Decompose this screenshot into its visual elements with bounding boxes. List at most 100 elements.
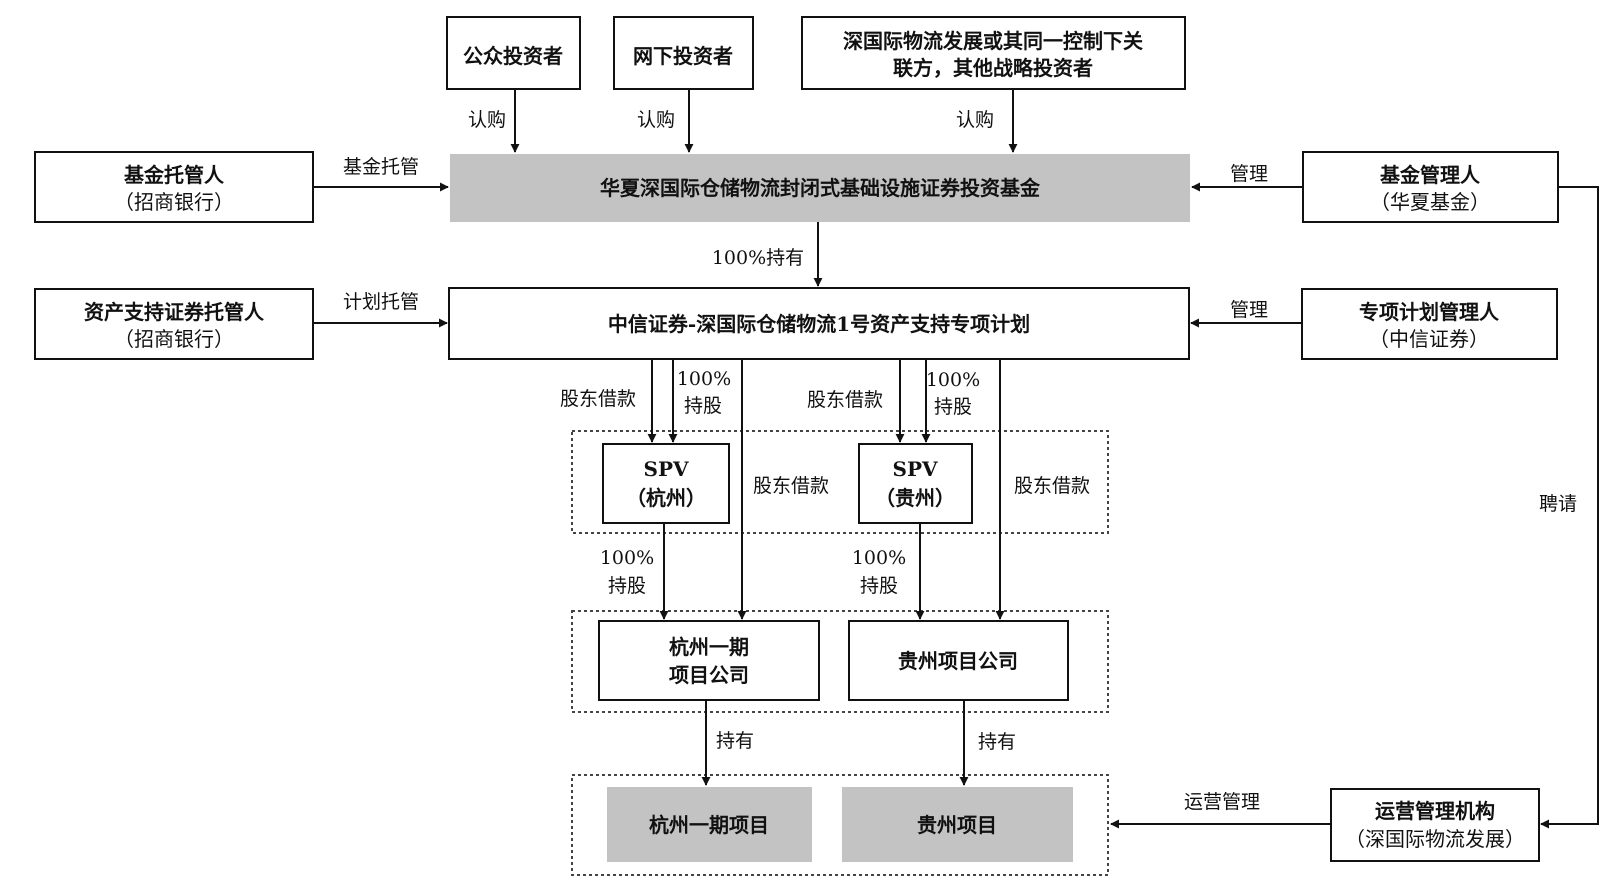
spv-group [571, 430, 1109, 534]
node-plan-manager-line2: （中信证券） [1369, 327, 1489, 351]
svg-text:认购: 认购 [637, 109, 675, 131]
svg-text:华夏深国际仓储物流封闭式基础设施证券投资基金: 华夏深国际仓储物流封闭式基础设施证券投资基金 [600, 176, 1041, 200]
node-abs-plan-text: 中信证券-深国际仓储物流1号资产支持专项计划 [608, 312, 1030, 336]
svg-text:运营管理机构: 运营管理机构 [1375, 799, 1495, 823]
label-op-manage: 运营管理 [1184, 791, 1260, 813]
node-gz-project-text: 贵州项目 [917, 813, 997, 837]
node-spv-hangzhou-line2: （杭州） [626, 486, 706, 510]
node-operator-line2: （深国际物流发展） [1345, 827, 1525, 851]
label-share-1-line1: 100% [677, 368, 731, 390]
label-share-4-line2: 持股 [860, 575, 898, 597]
node-abs-custodian: 资产支持证券托管人 （招商银行） [34, 288, 314, 360]
svg-text:运营管理: 运营管理 [1184, 791, 1260, 813]
label-loan-4: 股东借款 [1014, 475, 1090, 497]
svg-text:管理: 管理 [1230, 163, 1268, 185]
node-hz-project: 杭州一期项目 [607, 787, 812, 862]
node-fund: 华夏深国际仓储物流封闭式基础设施证券投资基金 [450, 154, 1190, 222]
node-spv-hangzhou-line1: SPV [644, 457, 689, 481]
node-strategic-investors-line2: 联方，其他战略投资者 [893, 56, 1093, 80]
svg-text:贵州项目公司: 贵州项目公司 [898, 649, 1018, 673]
arrow-engage [1540, 186, 1599, 829]
svg-text:杭州一期: 杭州一期 [669, 635, 749, 659]
label-loan-2: 股东借款 [807, 389, 883, 411]
svg-text:股东借款: 股东借款 [753, 475, 829, 497]
node-hz-company-line2: 项目公司 [669, 663, 749, 687]
svg-text:持有: 持有 [978, 731, 1016, 753]
node-public-investors-text: 公众投资者 [463, 44, 563, 68]
svg-text:项目公司: 项目公司 [669, 663, 749, 687]
svg-text:（招商银行）: （招商银行） [114, 327, 234, 351]
label-loan-1: 股东借款 [560, 388, 636, 410]
svg-text:持股: 持股 [684, 395, 722, 417]
node-fund-text: 华夏深国际仓储物流封闭式基础设施证券投资基金 [600, 176, 1041, 200]
node-hz-project-text: 杭州一期项目 [649, 813, 769, 837]
label-subscribe-2: 认购 [637, 109, 675, 131]
svg-text:计划托管: 计划托管 [343, 291, 419, 313]
svg-text:杭州一期项目: 杭州一期项目 [649, 813, 769, 837]
svg-text:专项计划管理人: 专项计划管理人 [1359, 300, 1500, 324]
label-subscribe-1: 认购 [468, 109, 506, 131]
label-share-3-line1: 100% [600, 547, 654, 569]
node-plan-manager: 专项计划管理人 （中信证券） [1301, 288, 1558, 360]
node-gz-project: 贵州项目 [842, 787, 1073, 862]
node-gz-company: 贵州项目公司 [848, 620, 1069, 701]
label-share-4-line1: 100% [852, 547, 906, 569]
svg-text:（华夏基金）: （华夏基金） [1370, 190, 1490, 214]
label-manage-1: 管理 [1230, 163, 1268, 185]
label-subscribe-3: 认购 [956, 109, 994, 131]
svg-text:持股: 持股 [934, 396, 972, 418]
svg-text:股东借款: 股东借款 [807, 389, 883, 411]
label-share-1-line2: 持股 [684, 395, 722, 417]
svg-text:持股: 持股 [608, 575, 646, 597]
node-fund-manager-line1: 基金管理人 [1380, 163, 1481, 187]
svg-text:认购: 认购 [956, 109, 994, 131]
node-hz-company-line1: 杭州一期 [669, 635, 749, 659]
label-hold-1: 持有 [716, 730, 754, 752]
svg-text:SPV: SPV [893, 457, 938, 481]
node-public-investors: 公众投资者 [446, 16, 581, 90]
svg-text:（杭州）: （杭州） [626, 486, 706, 510]
node-abs-plan: 中信证券-深国际仓储物流1号资产支持专项计划 [448, 287, 1190, 360]
svg-text:股东借款: 股东借款 [1014, 475, 1090, 497]
node-spv-hangzhou: SPV （杭州） [602, 443, 730, 524]
svg-text:联方，其他战略投资者: 联方，其他战略投资者 [893, 56, 1093, 80]
svg-text:持有: 持有 [716, 730, 754, 752]
label-share-3-line2: 持股 [608, 575, 646, 597]
node-offline-investors-text: 网下投资者 [633, 44, 733, 68]
svg-text:中信证券-深国际仓储物流1号资产支持专项计划: 中信证券-深国际仓储物流1号资产支持专项计划 [608, 312, 1030, 336]
node-spv-guizhou: SPV （贵州） [858, 443, 973, 524]
node-gz-company-text: 贵州项目公司 [898, 649, 1018, 673]
svg-text:100%持有: 100%持有 [712, 247, 804, 269]
svg-text:100%: 100% [600, 547, 654, 569]
node-operator-line1: 运营管理机构 [1375, 799, 1495, 823]
label-loan-3: 股东借款 [753, 475, 829, 497]
node-offline-investors: 网下投资者 [613, 16, 754, 90]
svg-text:基金托管人: 基金托管人 [124, 163, 225, 187]
label-manage-2: 管理 [1230, 299, 1268, 321]
node-strategic-investors-line1: 深国际物流发展或其同一控制下关 [843, 29, 1143, 53]
label-share-2-line2: 持股 [934, 396, 972, 418]
node-fund-manager: 基金管理人 （华夏基金） [1302, 151, 1559, 223]
svg-text:网下投资者: 网下投资者 [633, 44, 733, 68]
node-fund-manager-line2: （华夏基金） [1370, 190, 1490, 214]
svg-text:深国际物流发展或其同一控制下关: 深国际物流发展或其同一控制下关 [843, 29, 1143, 53]
node-strategic-investors: 深国际物流发展或其同一控制下关 联方，其他战略投资者 [801, 16, 1186, 90]
svg-text:贵州项目: 贵州项目 [917, 813, 997, 837]
svg-text:基金管理人: 基金管理人 [1380, 163, 1481, 187]
svg-text:持股: 持股 [860, 575, 898, 597]
node-abs-custodian-line2: （招商银行） [114, 327, 234, 351]
svg-text:基金托管: 基金托管 [343, 156, 419, 178]
label-hold-100: 100%持有 [712, 247, 804, 269]
node-abs-custodian-line1: 资产支持证券托管人 [84, 300, 265, 324]
node-fund-custodian-line2: （招商银行） [114, 190, 234, 214]
svg-text:公众投资者: 公众投资者 [463, 44, 563, 68]
svg-text:（中信证券）: （中信证券） [1369, 327, 1489, 351]
label-hold-2: 持有 [978, 731, 1016, 753]
svg-text:（深国际物流发展）: （深国际物流发展） [1345, 827, 1525, 851]
label-fund-custody: 基金托管 [343, 156, 419, 178]
svg-text:100%: 100% [926, 369, 980, 391]
node-spv-guizhou-line2: （贵州） [875, 486, 955, 510]
node-plan-manager-line1: 专项计划管理人 [1359, 300, 1500, 324]
svg-text:股东借款: 股东借款 [560, 388, 636, 410]
